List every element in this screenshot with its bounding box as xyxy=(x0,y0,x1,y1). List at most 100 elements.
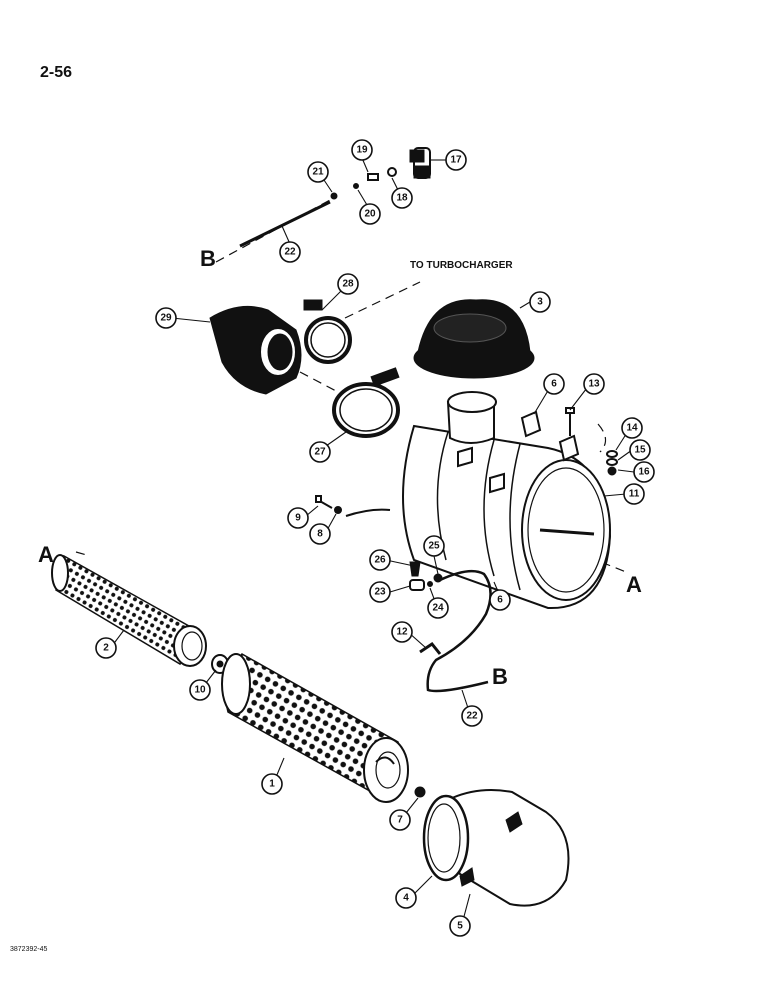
callout-28: 28 xyxy=(337,273,359,295)
callout-14: 14 xyxy=(621,417,643,439)
svg-text:28: 28 xyxy=(342,279,354,290)
callout-27: 27 xyxy=(309,441,331,463)
callout-5: 5 xyxy=(449,915,471,937)
svg-text:10: 10 xyxy=(194,685,206,696)
svg-text:6: 6 xyxy=(551,379,557,390)
svg-text:13: 13 xyxy=(588,379,600,390)
callout-20: 20 xyxy=(359,203,381,225)
tube-part-22-lower xyxy=(426,569,492,693)
callout-6-upper: 6 xyxy=(543,373,565,395)
washer-part-24 xyxy=(427,581,433,587)
callout-19: 19 xyxy=(351,139,373,161)
hose-guide xyxy=(299,371,339,393)
svg-text:20: 20 xyxy=(364,209,376,220)
washer-part-18 xyxy=(387,167,397,177)
ref-a-left: A xyxy=(38,542,54,567)
svg-text:27: 27 xyxy=(314,447,326,458)
nut-part-7 xyxy=(414,786,426,798)
svg-text:26: 26 xyxy=(374,555,386,566)
svg-text:22: 22 xyxy=(284,247,296,258)
bolt-part-13 xyxy=(565,407,575,436)
figure-code: 3872392-45 xyxy=(10,946,48,953)
callout-12: 12 xyxy=(391,621,413,643)
callout-22-lower: 22 xyxy=(461,705,483,727)
svg-text:2: 2 xyxy=(103,643,109,654)
svg-text:4: 4 xyxy=(403,893,409,904)
svg-text:25: 25 xyxy=(428,541,440,552)
page-number: 2-56 xyxy=(40,64,73,81)
nut-part-21 xyxy=(330,192,338,200)
washer-part-15 xyxy=(606,458,618,466)
svg-text:12: 12 xyxy=(396,627,408,638)
callout-26: 26 xyxy=(369,549,391,571)
svg-text:7: 7 xyxy=(397,815,403,826)
callout-16: 16 xyxy=(633,461,655,483)
svg-text:9: 9 xyxy=(295,513,301,524)
bolt-part-9 xyxy=(315,495,333,509)
callout-18: 18 xyxy=(391,187,413,209)
callout-1: 1 xyxy=(261,773,283,795)
svg-text:23: 23 xyxy=(374,587,386,598)
callout-17: 17 xyxy=(445,149,467,171)
svg-text:17: 17 xyxy=(450,155,462,166)
ref-a-right: A xyxy=(626,572,642,597)
callout-2: 2 xyxy=(95,637,117,659)
callout-7: 7 xyxy=(389,809,411,831)
outer-element-part-1 xyxy=(221,653,409,803)
svg-text:19: 19 xyxy=(356,145,368,156)
svg-text:15: 15 xyxy=(634,445,646,456)
svg-text:18: 18 xyxy=(396,193,408,204)
callout-3: 3 xyxy=(529,291,551,313)
clamp-part-28 xyxy=(303,299,352,364)
callout-29: 29 xyxy=(155,307,177,329)
clip-part-12 xyxy=(419,641,442,655)
svg-text:29: 29 xyxy=(160,313,172,324)
hose-part-29 xyxy=(209,305,302,395)
svg-text:1: 1 xyxy=(269,779,275,790)
svg-text:21: 21 xyxy=(312,167,324,178)
callout-4: 4 xyxy=(395,887,417,909)
ref-b-upper: B xyxy=(200,246,216,271)
svg-text:22: 22 xyxy=(466,711,478,722)
fitting-part-26 xyxy=(409,561,421,577)
svg-text:6: 6 xyxy=(497,595,503,606)
callout-8: 8 xyxy=(309,523,331,545)
turbocharger-note: TO TURBOCHARGER xyxy=(410,260,513,271)
callout-9: 9 xyxy=(287,507,309,529)
nut-part-16 xyxy=(607,466,617,476)
callout-13: 13 xyxy=(583,373,605,395)
callout-25: 25 xyxy=(423,535,445,557)
element-a-guide xyxy=(75,551,91,557)
svg-text:3: 3 xyxy=(537,297,543,308)
callout-21: 21 xyxy=(307,161,329,183)
tube-part-22 xyxy=(239,200,331,248)
callout-23: 23 xyxy=(369,581,391,603)
svg-text:14: 14 xyxy=(626,423,638,434)
cap-part-3 xyxy=(413,299,535,379)
callout-24: 24 xyxy=(427,597,449,619)
callout-11: 11 xyxy=(623,483,645,505)
bracket-guide xyxy=(597,423,607,453)
clamp-part-27 xyxy=(332,367,400,438)
callout-15: 15 xyxy=(629,439,651,461)
callout-6-lower: 6 xyxy=(489,589,511,611)
nut-part-8 xyxy=(334,506,342,514)
callout-22: 22 xyxy=(279,241,301,263)
svg-text:24: 24 xyxy=(432,603,444,614)
strap-line xyxy=(345,508,391,517)
inner-element-part-2 xyxy=(51,554,207,667)
svg-text:8: 8 xyxy=(317,529,323,540)
fitting-part-19 xyxy=(367,173,379,181)
svg-text:16: 16 xyxy=(638,467,650,478)
fitting-part-17 xyxy=(409,147,431,179)
air-cleaner-housing xyxy=(402,391,612,610)
elbow-part-23 xyxy=(409,579,425,591)
callout-10: 10 xyxy=(189,679,211,701)
svg-text:5: 5 xyxy=(457,921,463,932)
cover-part-5 xyxy=(422,789,570,907)
ref-b-lower: B xyxy=(492,664,508,689)
svg-text:11: 11 xyxy=(629,489,640,500)
ferrule-part-20 xyxy=(353,183,359,189)
washer-part-14 xyxy=(606,450,618,458)
